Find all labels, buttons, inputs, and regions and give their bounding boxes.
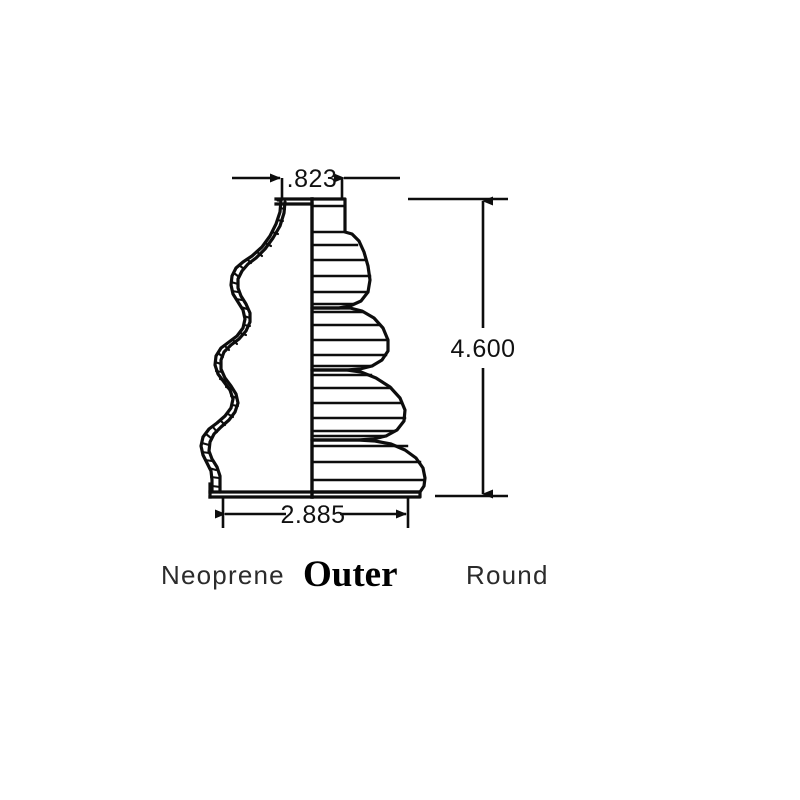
bellows-profile-outline: [199, 198, 287, 494]
caption-position: Outer: [303, 554, 398, 595]
dimension-height: 4.600: [408, 196, 515, 499]
dimension-height-label: 4.600: [450, 335, 515, 363]
dimension-top-width: .823: [232, 165, 400, 200]
dimension-bottom-width: 2.885: [215, 497, 410, 529]
boot-section-body: [310, 197, 427, 499]
caption-shape: Round: [466, 560, 549, 590]
boot-section-convolution-lines: [310, 204, 426, 482]
dimension-top-width-label: .823: [287, 165, 338, 193]
caption-material: Neoprene: [161, 560, 285, 590]
boot-bottom-base-left: [208, 482, 314, 499]
dimension-bottom-width-label: 2.885: [280, 501, 345, 529]
bellows-profile-hatching: [200, 206, 287, 489]
